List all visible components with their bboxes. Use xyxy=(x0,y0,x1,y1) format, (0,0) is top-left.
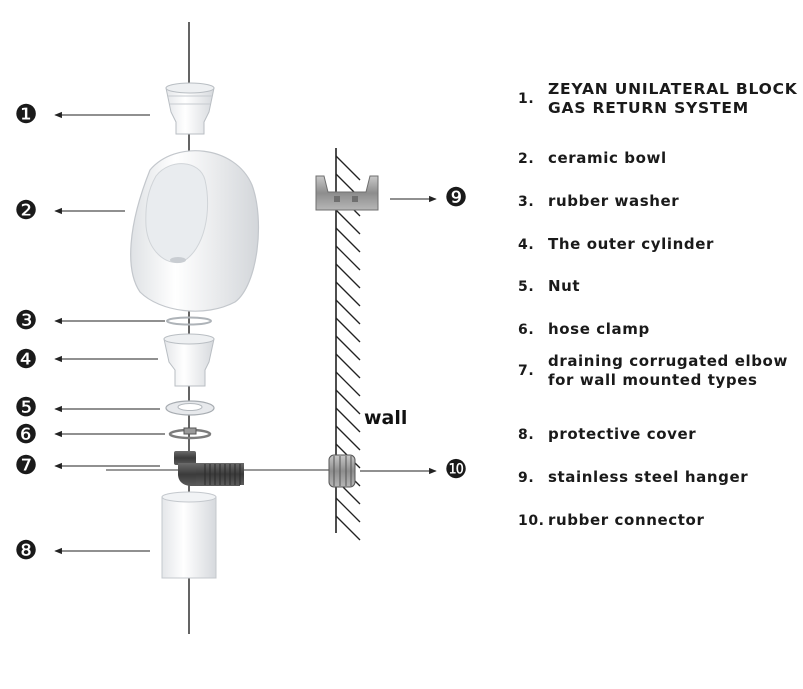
wall-hatch xyxy=(335,335,361,361)
callout-2: ❷ xyxy=(14,196,37,226)
callout-10: ❿ xyxy=(444,455,467,485)
callout-1: ❶ xyxy=(14,100,37,130)
wall-hatch xyxy=(335,245,361,271)
wall-hatch xyxy=(335,407,361,433)
wall-hatch xyxy=(335,515,361,541)
hose-clamp xyxy=(168,427,212,440)
wall-hatch xyxy=(335,299,361,325)
leader-arrows xyxy=(54,111,437,555)
callout-7: ❼ xyxy=(14,451,37,481)
protective-cover xyxy=(161,491,217,579)
callout-6: ❻ xyxy=(14,420,37,450)
wall-hatch xyxy=(335,227,361,253)
wall-hatch xyxy=(335,389,361,415)
wall-hatch xyxy=(335,497,361,523)
wall-hatch xyxy=(335,371,361,397)
wall-label: wall xyxy=(364,407,408,429)
callout-9: ❾ xyxy=(444,183,467,213)
callout-8: ❽ xyxy=(14,536,37,566)
nut xyxy=(165,400,215,416)
corrugated-elbow xyxy=(174,451,244,486)
rubber-washer xyxy=(166,316,212,326)
callout-3: ❸ xyxy=(14,306,37,336)
wall-hatch xyxy=(335,155,361,181)
wall-hatch xyxy=(335,317,361,343)
rubber-connector xyxy=(328,454,356,488)
wall-hatch xyxy=(335,263,361,289)
gas-return-block xyxy=(165,82,215,135)
ceramic-bowl xyxy=(130,150,260,312)
stainless-steel-hanger xyxy=(315,175,379,211)
callout-5: ❺ xyxy=(14,393,37,423)
wall-hatch xyxy=(335,281,361,307)
callout-4: ❹ xyxy=(14,345,37,375)
wall-hatch xyxy=(335,353,361,379)
wall-hatch xyxy=(335,209,361,235)
callouts: ❶ ❷ ❸ ❹ ❺ ❻ ❼ ❽ ❾ ❿ xyxy=(14,100,467,566)
outer-cylinder xyxy=(163,333,215,387)
wall-hatch xyxy=(335,425,361,451)
